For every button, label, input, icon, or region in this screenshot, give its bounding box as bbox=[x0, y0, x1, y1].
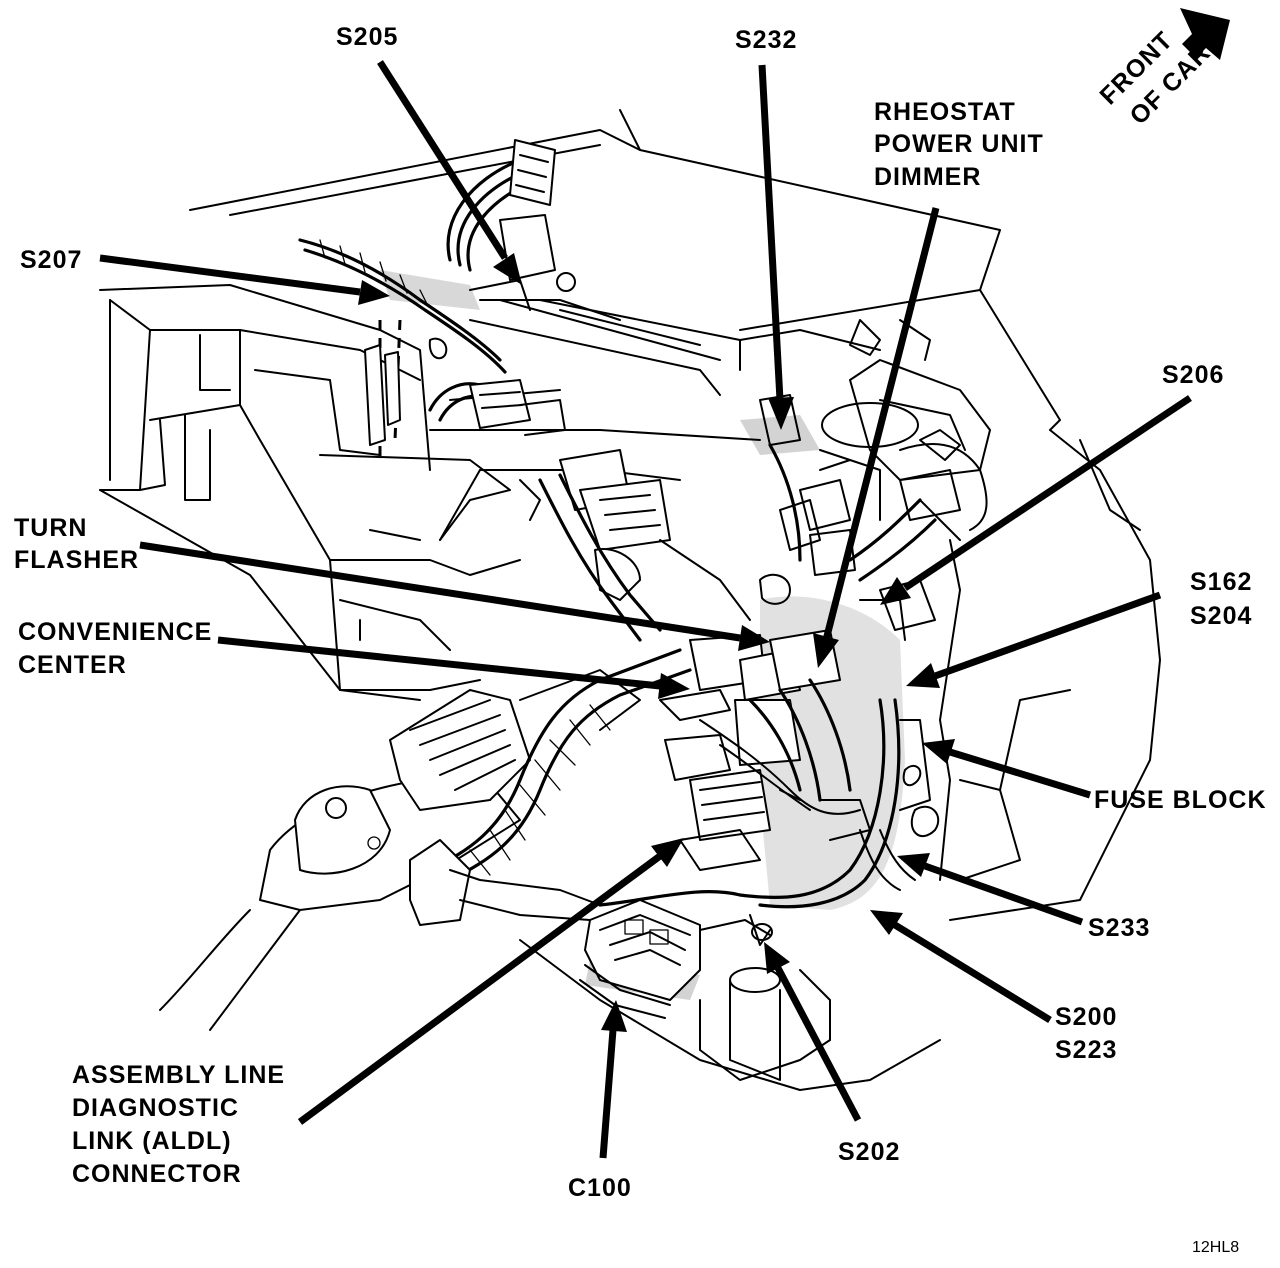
s233-arrowhead-icon bbox=[897, 853, 930, 877]
s162-s204-leader bbox=[933, 591, 1162, 680]
s205-leader bbox=[377, 60, 508, 260]
s233-leader bbox=[923, 862, 1084, 926]
label-s162: S162 bbox=[1190, 568, 1252, 596]
leader-arrows bbox=[99, 60, 1192, 1159]
s205-arrowhead-icon bbox=[493, 253, 522, 285]
figure-code: 12HL8 bbox=[1192, 1239, 1239, 1256]
c100-arrowhead-icon bbox=[601, 1000, 627, 1032]
label-convenience-center-line2: CENTER bbox=[18, 651, 127, 679]
fuse-block-arrowhead-icon bbox=[922, 739, 955, 764]
label-aldl-line1: ASSEMBLY LINE bbox=[72, 1061, 285, 1089]
convenience-center-arrowhead-icon bbox=[658, 673, 690, 699]
s206-leader bbox=[903, 395, 1192, 591]
label-rheostat-line1: RHEOSTAT bbox=[874, 98, 1016, 126]
s200-s223-leader bbox=[893, 922, 1052, 1023]
label-s207: S207 bbox=[20, 246, 82, 274]
label-s233: S233 bbox=[1088, 914, 1150, 942]
label-rheostat-line3: DIMMER bbox=[874, 163, 981, 191]
s206-arrowhead-icon bbox=[880, 577, 911, 605]
label-aldl-line3: LINK (ALDL) bbox=[72, 1127, 232, 1155]
rheostat-arrowhead-icon bbox=[813, 633, 839, 668]
s232-leader bbox=[758, 64, 784, 401]
front-of-car-indicator: FRONT OF CAR bbox=[1094, 8, 1230, 130]
label-turn-flasher-line1: TURN bbox=[14, 514, 87, 542]
label-s200: S200 bbox=[1055, 1003, 1117, 1031]
label-s232: S232 bbox=[735, 26, 797, 54]
label-s205: S205 bbox=[336, 23, 398, 51]
label-rheostat-line2: POWER UNIT bbox=[874, 130, 1044, 158]
aldl-leader bbox=[297, 853, 663, 1125]
label-fuse-block: FUSE BLOCK bbox=[1094, 786, 1267, 814]
label-s206: S206 bbox=[1162, 361, 1224, 389]
fuse-block-leader bbox=[948, 748, 1092, 799]
callout-labels: S205 S232 RHEOSTAT POWER UNIT DIMMER S20… bbox=[14, 23, 1267, 1256]
s202-arrowhead-icon bbox=[764, 942, 790, 974]
label-convenience-center-line1: CONVENIENCE bbox=[18, 618, 212, 646]
label-c100: C100 bbox=[568, 1174, 632, 1202]
instrument-panel-art bbox=[99, 109, 1161, 1091]
c100-leader bbox=[599, 1029, 617, 1159]
aldl-arrowhead-icon bbox=[651, 838, 684, 867]
front-of-car-arrow-icon bbox=[1180, 8, 1230, 60]
label-s202: S202 bbox=[838, 1138, 900, 1166]
turn-flasher-leader bbox=[139, 541, 741, 642]
s200-s223-arrowhead-icon bbox=[870, 910, 903, 935]
s207-arrowhead-icon bbox=[358, 280, 390, 305]
label-s223: S223 bbox=[1055, 1036, 1117, 1064]
label-aldl-line2: DIAGNOSTIC bbox=[72, 1094, 239, 1122]
label-s204: S204 bbox=[1190, 602, 1252, 630]
label-aldl-line4: CONNECTOR bbox=[72, 1160, 242, 1188]
s232-arrowhead-icon bbox=[768, 397, 794, 430]
rheostat-leader bbox=[822, 207, 940, 641]
turn-flasher-arrowhead-icon bbox=[738, 625, 770, 651]
s207-leader bbox=[99, 254, 361, 296]
s202-leader bbox=[774, 966, 862, 1122]
label-turn-flasher-line2: FLASHER bbox=[14, 546, 139, 574]
s162-s204-arrowhead-icon bbox=[906, 663, 940, 688]
convenience-center-leader bbox=[217, 636, 661, 690]
